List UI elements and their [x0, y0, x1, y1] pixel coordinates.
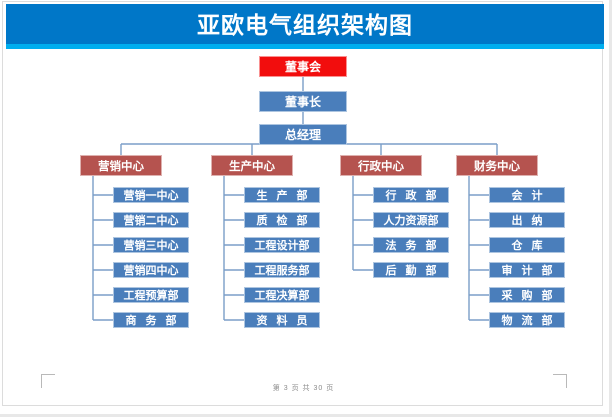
node-leaf-0-0[interactable]: 营销一中心	[113, 187, 189, 203]
node-label: 物 流 部	[501, 315, 556, 327]
crop-mark-bottom-right	[553, 374, 567, 388]
crop-mark-bottom-left	[41, 374, 55, 388]
node-label: 营销三中心	[123, 240, 179, 252]
node-exec-1[interactable]: 总经理	[259, 124, 347, 145]
node-leaf-3-5[interactable]: 物 流 部	[489, 312, 565, 328]
node-center-3[interactable]: 财务中心	[456, 155, 538, 176]
org-chart: 董事会董事长总经理营销中心营销一中心营销二中心营销三中心营销四中心工程预算部商 …	[3, 49, 604, 379]
node-label: 工程决算部	[254, 290, 310, 302]
node-leaf-1-1[interactable]: 质 检 部	[244, 212, 320, 228]
node-label: 质 检 部	[256, 215, 311, 227]
node-leaf-3-0[interactable]: 会 计	[489, 187, 565, 203]
node-leaf-0-2[interactable]: 营销三中心	[113, 237, 189, 253]
node-leaf-0-1[interactable]: 营销二中心	[113, 212, 189, 228]
node-leaf-2-3[interactable]: 后 勤 部	[373, 262, 449, 278]
banner-accent-stripe	[6, 44, 604, 49]
title-banner: 亚欧电气组织架构图	[6, 4, 604, 49]
node-leaf-2-1[interactable]: 人力资源部	[373, 212, 449, 228]
node-label: 行 政 部	[385, 190, 440, 202]
node-label: 后 勤 部	[385, 265, 440, 277]
node-leaf-0-4[interactable]: 工程预算部	[113, 287, 189, 303]
node-label: 总经理	[284, 128, 321, 142]
node-leaf-1-2[interactable]: 工程设计部	[244, 237, 320, 253]
node-leaf-3-2[interactable]: 仓 库	[489, 237, 565, 253]
node-label: 人力资源部	[383, 215, 439, 227]
page-title: 亚欧电气组织架构图	[197, 12, 413, 38]
node-label: 营销中心	[98, 160, 144, 173]
node-center-2[interactable]: 行政中心	[340, 155, 422, 176]
node-label: 行政中心	[358, 160, 404, 173]
node-center-0[interactable]: 营销中心	[80, 155, 162, 176]
node-leaf-0-3[interactable]: 营销四中心	[113, 262, 189, 278]
node-leaf-1-3[interactable]: 工程服务部	[244, 262, 320, 278]
page-footer: 第 3 页 共 30 页	[272, 385, 335, 392]
node-label: 董事长	[284, 95, 321, 109]
node-leaf-3-3[interactable]: 审 计 部	[489, 262, 565, 278]
node-leaf-1-5[interactable]: 资 料 员	[244, 312, 320, 328]
node-root[interactable]: 董事会	[259, 56, 347, 77]
node-center-1[interactable]: 生产中心	[211, 155, 293, 176]
node-label: 出 纳	[511, 215, 546, 227]
node-label: 工程预算部	[123, 290, 179, 302]
node-label: 生产中心	[229, 160, 275, 173]
node-label: 审 计 部	[501, 265, 556, 277]
node-leaf-1-4[interactable]: 工程决算部	[244, 287, 320, 303]
node-label: 工程服务部	[254, 265, 310, 277]
node-label: 法 务 部	[385, 240, 440, 252]
node-label: 会 计	[511, 190, 546, 202]
node-label: 工程设计部	[254, 240, 310, 252]
node-label: 仓 库	[511, 240, 546, 252]
node-label: 营销二中心	[123, 215, 179, 227]
node-label: 董事会	[284, 60, 321, 74]
node-label: 采 购 部	[501, 290, 556, 302]
node-leaf-2-0[interactable]: 行 政 部	[373, 187, 449, 203]
node-label: 生 产 部	[256, 190, 311, 202]
node-label: 财务中心	[474, 160, 520, 173]
node-leaf-3-4[interactable]: 采 购 部	[489, 287, 565, 303]
node-leaf-1-0[interactable]: 生 产 部	[244, 187, 320, 203]
node-label: 商 务 部	[125, 315, 180, 327]
node-leaf-2-2[interactable]: 法 务 部	[373, 237, 449, 253]
node-exec-0[interactable]: 董事长	[259, 91, 347, 112]
node-label: 营销一中心	[123, 190, 179, 202]
page-canvas: 亚欧电气组织架构图 董事会董事长总经理营销中心营销一中心营销二中心营销三中心营销…	[2, 1, 604, 406]
node-leaf-0-5[interactable]: 商 务 部	[113, 312, 189, 328]
node-label: 资 料 员	[256, 315, 311, 327]
node-label: 营销四中心	[123, 265, 179, 277]
node-leaf-3-1[interactable]: 出 纳	[489, 212, 565, 228]
